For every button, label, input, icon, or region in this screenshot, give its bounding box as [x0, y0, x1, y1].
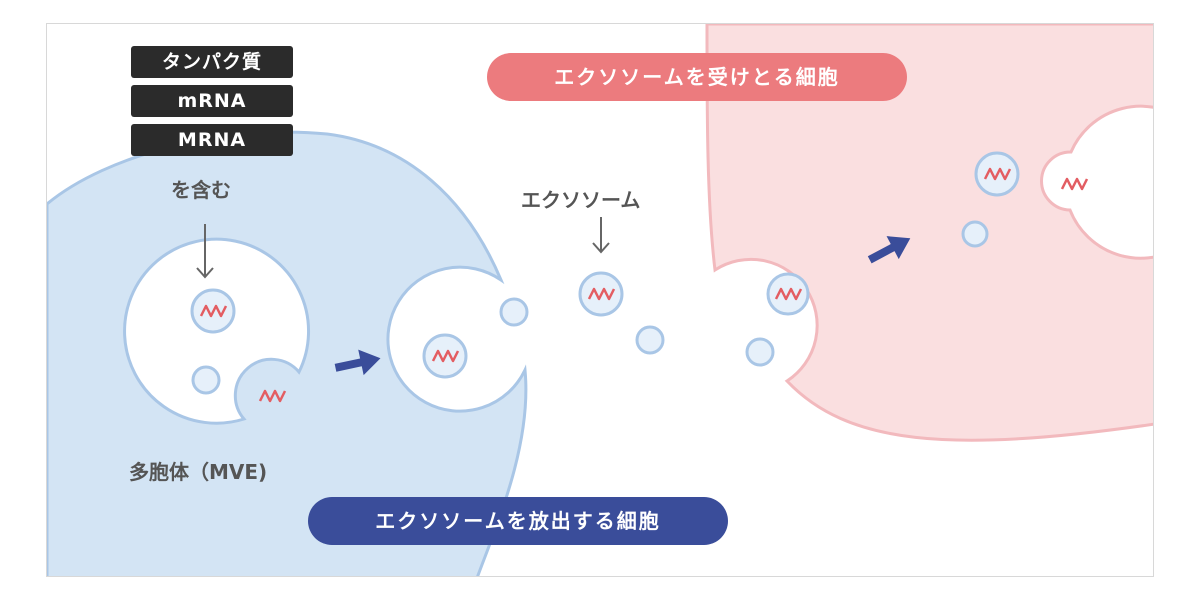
zigzag-rna-icon — [587, 287, 616, 301]
zigzag-rna-icon — [1060, 177, 1089, 191]
zigzag-rna-icon — [431, 349, 460, 363]
receiving-cell — [705, 24, 1153, 442]
receiving-vesicle-empty — [961, 220, 989, 248]
diagram-frame: タンパク質 mRNA MRNA を含む エクソソーム 多胞体（MVE) エクソソ… — [46, 23, 1154, 577]
contains-label: を含む — [171, 178, 231, 202]
content-label-protein: タンパク質 — [131, 46, 293, 78]
receiving-cell-label: エクソソームを受けとる細胞 — [487, 53, 907, 101]
zigzag-rna-icon — [258, 389, 287, 403]
releasing-cell-label: エクソソームを放出する細胞 — [308, 497, 728, 545]
exosome-diagram — [47, 24, 1153, 576]
right-arrow-icon — [867, 236, 911, 264]
released-vesicle — [499, 297, 529, 327]
right-arrow-icon — [334, 349, 381, 376]
down-arrow-icon — [592, 217, 610, 254]
exosome-label: エクソソーム — [521, 188, 641, 212]
zigzag-rna-icon — [199, 304, 228, 318]
exosome-empty — [635, 325, 665, 355]
zigzag-rna-icon — [983, 167, 1012, 181]
incoming-vesicle-empty — [745, 337, 775, 367]
down-arrow-icon — [196, 224, 214, 279]
content-label-mrna: mRNA — [131, 85, 293, 117]
receiving-compartment — [1040, 104, 1153, 260]
zigzag-rna-icon — [774, 287, 803, 301]
mve-label: 多胞体（MVE) — [129, 460, 268, 484]
mve-vesicle-empty — [191, 365, 221, 395]
content-label-mrna-caps: MRNA — [131, 124, 293, 156]
